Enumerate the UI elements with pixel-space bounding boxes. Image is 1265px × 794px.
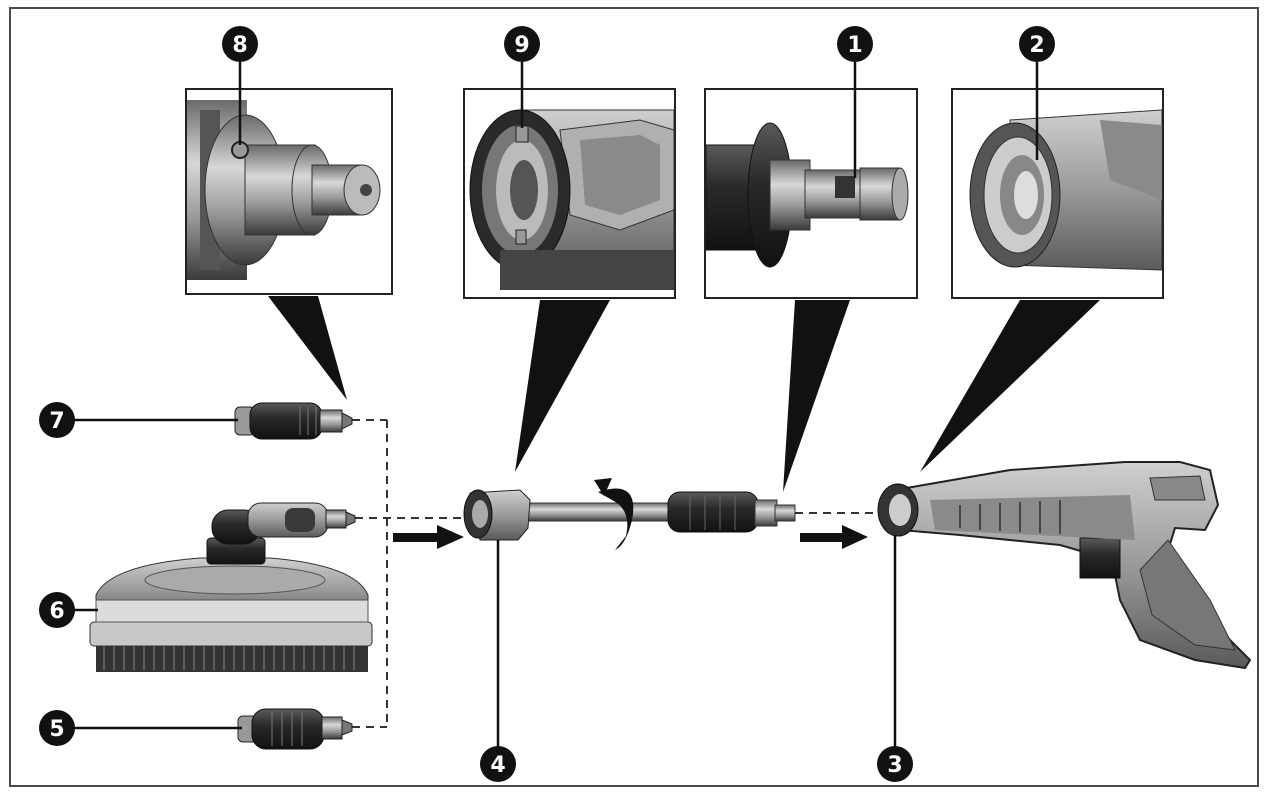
arrow-right-icon: [800, 525, 868, 549]
marker-5: 5: [39, 710, 75, 746]
marker-6-label: 6: [49, 599, 64, 624]
callout-wedge-8: [268, 296, 347, 400]
spray-gun-3: [877, 461, 1252, 670]
marker-4: 4: [480, 746, 516, 782]
nozzle-7: [234, 402, 353, 440]
nozzle-5: [237, 708, 353, 750]
marker-8: 8: [222, 26, 258, 62]
marker-9: 9: [504, 26, 540, 62]
rotate-arrow-icon: [594, 478, 634, 550]
marker-2: 2: [1019, 26, 1055, 62]
diagram-frame: [9, 7, 1259, 787]
callout-wedge-2: [920, 300, 1100, 472]
marker-9-label: 9: [514, 33, 529, 58]
marker-3-label: 3: [887, 753, 902, 778]
dashed-connectors: [352, 419, 878, 728]
marker-4-label: 4: [490, 753, 505, 778]
detail-panel-2: [951, 62, 1164, 299]
detail-panel-9: [463, 62, 676, 299]
marker-6: 6: [39, 592, 75, 628]
marker-5-label: 5: [49, 717, 64, 742]
detail-panel-1: [704, 62, 918, 299]
detail-panel-8: [185, 62, 393, 295]
surface-cleaner-6: [89, 502, 373, 672]
marker-1-label: 1: [847, 33, 862, 58]
marker-8-label: 8: [232, 33, 247, 58]
marker-1: 1: [837, 26, 873, 62]
leader-lines: [65, 418, 897, 762]
marker-3: 3: [877, 746, 913, 782]
arrow-right-icon: [393, 525, 464, 549]
callout-wedge-1: [783, 300, 850, 492]
spray-lance-4: [463, 489, 796, 541]
marker-7-label: 7: [49, 409, 64, 434]
marker-2-label: 2: [1029, 33, 1044, 58]
callout-wedge-9: [515, 300, 610, 472]
marker-7: 7: [39, 402, 75, 438]
